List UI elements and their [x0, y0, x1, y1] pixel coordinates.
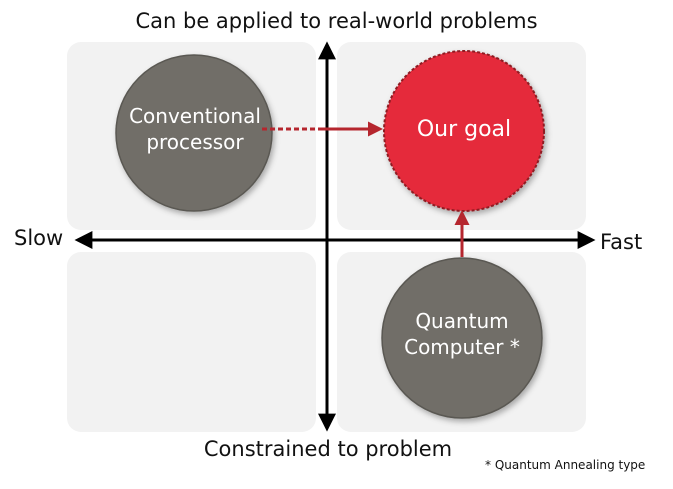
quadrant-bottom-left — [67, 252, 316, 432]
footnote: * Quantum Annealing type — [485, 458, 646, 472]
conventional-processor-circle — [115, 54, 273, 212]
axis-label-bottom: Constrained to problem — [203, 437, 453, 461]
quantum-line-2: Computer * — [404, 335, 520, 359]
axis-label-right: Fast — [600, 230, 643, 254]
quantum-line-1: Quantum — [415, 309, 509, 333]
quantum-computer-label: Quantum Computer * — [381, 308, 543, 360]
quantum-computer-circle — [381, 257, 543, 419]
axis-label-top: Can be applied to real-world problems — [135, 9, 538, 33]
conventional-processor-label: Conventional processor — [117, 103, 273, 155]
conventional-line-1: Conventional — [129, 104, 261, 128]
our-goal-label: Our goal — [416, 117, 512, 142]
conventional-line-2: processor — [146, 130, 244, 154]
axis-label-left: Slow — [14, 226, 64, 250]
